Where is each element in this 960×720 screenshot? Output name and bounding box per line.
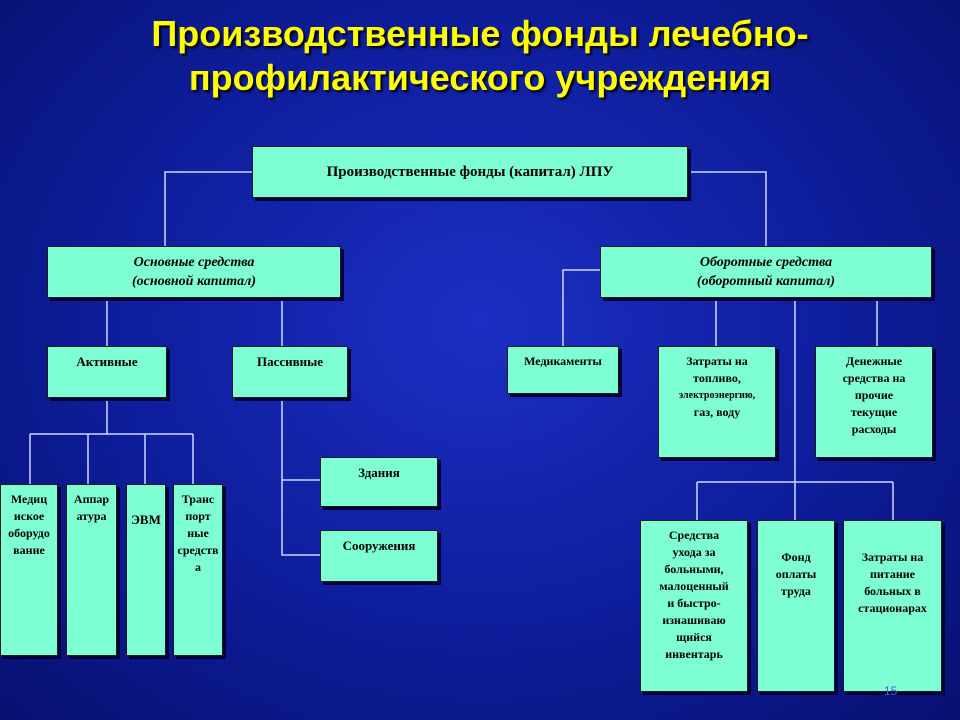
passive-assets-box: Пассивные [232, 346, 348, 398]
fuel-energy-box: Затраты на топливо, электроэнергию, газ,… [658, 346, 776, 458]
structures-box: Сооружения [320, 530, 438, 582]
cash-box: Денежные средства на прочие текущие расх… [815, 346, 933, 458]
care-supplies-box: Средства ухода за больными, малоценный и… [640, 520, 748, 692]
slide-title-line-1: Производственные фонды лечебно- [151, 13, 809, 54]
transport-label: Транс порт ные средств а [177, 492, 219, 574]
medicines-label: Медикаменты [524, 354, 602, 368]
apparatus-label: Аппар атура [73, 492, 110, 523]
food-costs-label: Затраты на питание больных в стационарах [858, 550, 927, 615]
passive-assets-label: Пассивные [256, 354, 324, 369]
apparatus-box: Аппар атура [66, 484, 117, 656]
payroll-label: Фонд оплаты труда [775, 550, 817, 598]
fixed-assets-label-2: (основной капитал) [131, 274, 257, 289]
medical-equipment-label: Медиц иское оборудо вание [8, 492, 50, 557]
computers-box: ЭВМ [126, 484, 166, 656]
active-assets-box: Активные [47, 346, 167, 398]
medicines-box: Медикаменты [507, 346, 619, 394]
connector-root-to-fixed [164, 171, 252, 248]
working-capital-box: Оборотные средства (оборотный капитал) [600, 246, 932, 298]
slide-title-line-2: профилактического учреждения [188, 57, 772, 98]
root-box: Производственные фонды (капитал) ЛПУ [252, 146, 688, 198]
fixed-assets-label-1: Основные средства [133, 255, 255, 270]
slide-title: Производственные фонды лечебно- профилак… [20, 12, 940, 100]
computers-label: ЭВМ [131, 512, 161, 527]
active-assets-label: Активные [76, 354, 138, 369]
food-costs-box: Затраты на питание больных в стационарах [843, 520, 942, 692]
page-number: 15 [884, 684, 898, 698]
buildings-box: Здания [320, 457, 438, 507]
transport-box: Транс порт ные средств а [173, 484, 223, 656]
connector-passive-to-structures [281, 398, 320, 556]
fuel-energy-label-1: Затраты на топливо, [686, 354, 748, 385]
buildings-label: Здания [358, 465, 400, 480]
medical-equipment-box: Медиц иское оборудо вание [0, 484, 58, 656]
connector-root-to-working [688, 171, 767, 248]
cash-label: Денежные средства на прочие текущие расх… [842, 354, 906, 436]
fixed-assets-box: Основные средства (основной капитал) [47, 246, 341, 298]
fuel-energy-label-3: газ, воду [693, 405, 741, 419]
working-capital-label-2: (оборотный капитал) [696, 274, 836, 289]
working-capital-label-1: Оборотные средства [699, 255, 833, 270]
fuel-energy-label-2: электроэнергию, [678, 390, 756, 401]
root-label: Производственные фонды (капитал) ЛПУ [326, 163, 614, 180]
payroll-box: Фонд оплаты труда [757, 520, 835, 692]
care-supplies-label: Средства ухода за больными, малоценный и… [659, 528, 729, 661]
connector-working-to-medicines [562, 269, 600, 346]
structures-label: Сооружения [342, 538, 416, 553]
